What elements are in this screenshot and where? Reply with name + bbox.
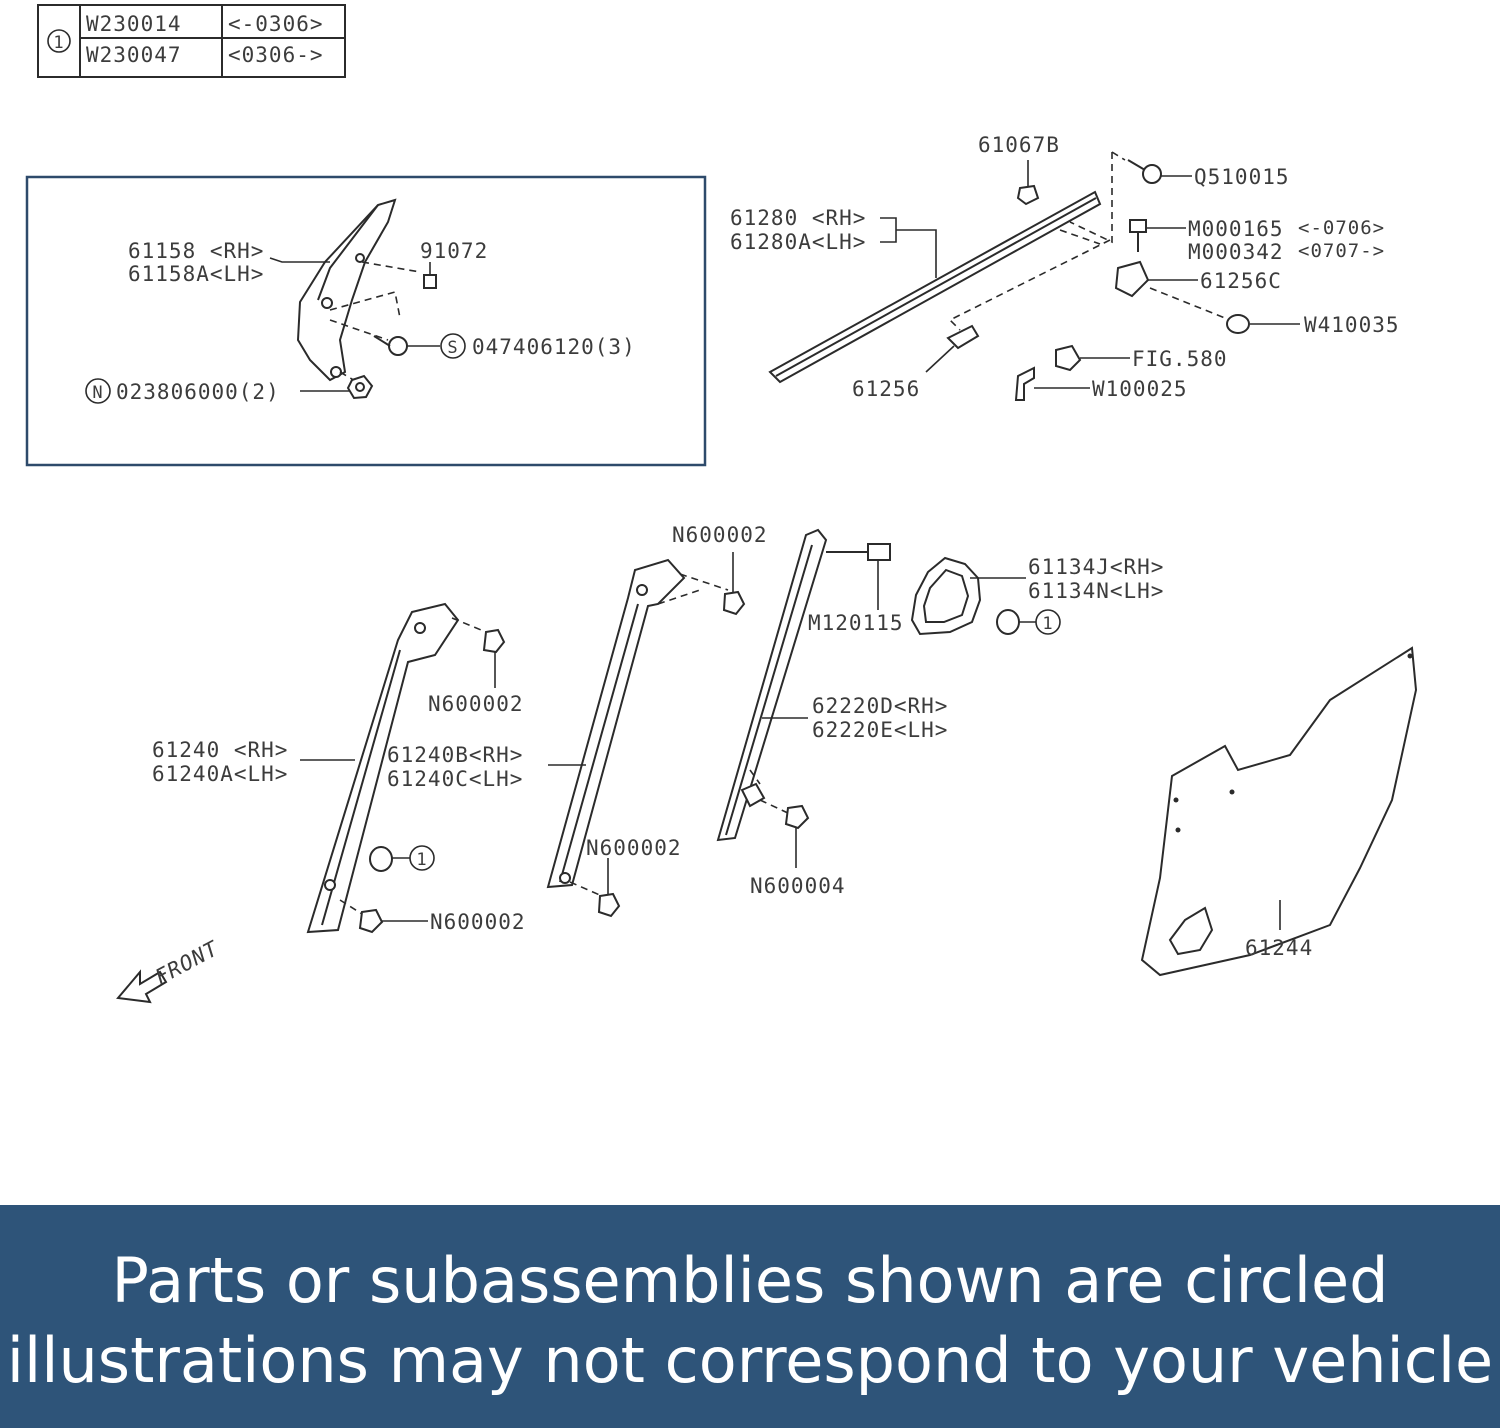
label-M120115: M120115 [808,611,904,635]
nut-icon [346,374,374,400]
channel-62220D [716,528,828,842]
nut-icon [784,804,810,830]
molding-assembly: 61067B Q510015 M000165 <-0706> M000342 <… [730,133,1400,401]
banner-line-2: illustrations may not correspond to your… [6,1324,1494,1397]
ref-circle-left: 1 [416,850,427,870]
label-N600002-mid: N600002 [586,836,682,860]
cover-61244: 61244 [1140,646,1418,977]
label-62220D: 62220D<RH> [812,694,948,718]
label-61240B: 61240B<RH> [387,743,523,767]
label-N600002-left: N600002 [428,692,524,716]
clip-61256 [946,324,980,350]
label-N600004: N600004 [750,874,846,898]
label-023806000: 023806000(2) [116,380,280,404]
parts-diagram: 1 W230014 <-0306> W230047 <0306-> [25,4,1418,1004]
table-part-2: W230047 [86,43,182,67]
label-M000165: M000165 [1188,217,1284,241]
inset-panel: 61158 <RH> 61158A<LH> 91072 S 047406120(… [25,175,707,467]
label-N600002-bottom: N600002 [430,910,526,934]
label-61244: 61244 [1245,936,1313,960]
label-N600002-top: N600002 [672,523,768,547]
screw-icon [373,335,408,356]
channel-assembly: N600002 N600002 61240 <RH> 61240A<LH> 1 … [152,523,1164,934]
table-range-2: <0306-> [228,43,324,67]
clip-91072 [423,274,437,289]
ref-circle-right: 1 [1042,614,1053,634]
label-M000165-range: <-0706> [1298,217,1385,239]
nut-icon [597,892,621,918]
label-61280A: 61280A<LH> [730,230,866,254]
bracket-61158 [296,198,397,382]
label-61240A: 61240A<LH> [152,762,288,786]
clip-61256C [1114,260,1150,298]
s-mark: S [447,338,458,358]
label-61134N: 61134N<LH> [1028,579,1164,603]
nut-icon [722,590,746,616]
label-W410035: W410035 [1304,313,1400,337]
table-ref-number: 1 [53,33,64,53]
bolt-icon [1129,219,1147,252]
label-61158A: 61158A<LH> [128,262,264,286]
fig580-part [1055,344,1082,372]
label-62220E: 62220E<LH> [812,718,948,742]
label-61134J: 61134J<RH> [1028,555,1164,579]
n-mark: N [92,383,103,403]
label-61067B: 61067B [978,133,1060,157]
nut-icon [358,908,384,934]
table-range-1: <-0306> [228,12,324,36]
clip-W100025 [1014,366,1035,401]
front-label: FRONT [151,936,223,989]
label-61240C: 61240C<LH> [387,767,523,791]
label-61158: 61158 <RH> [128,239,264,263]
washer-icon [1226,314,1250,334]
label-M000342-range: <0707-> [1298,240,1385,262]
channel-61240 [306,602,460,934]
label-047406120: 047406120(3) [472,335,636,359]
label-M000342: M000342 [1188,240,1284,264]
label-FIG580: FIG.580 [1132,347,1228,371]
reference-table: 1 W230014 <-0306> W230047 <0306-> [37,4,346,78]
disclaimer-banner: Parts or subassemblies shown are circled… [0,1205,1500,1428]
label-Q510015: Q510015 [1194,165,1290,189]
screw-q510015-icon [1127,159,1162,184]
nut-icon [482,628,506,654]
label-61280: 61280 <RH> [730,206,866,230]
label-61256: 61256 [852,377,920,401]
table-part-1: W230014 [86,12,182,36]
bolt-icon [826,543,891,561]
label-61256C: 61256C [1200,269,1282,293]
label-61240: 61240 <RH> [152,738,288,762]
banner-line-1: Parts or subassemblies shown are circled [111,1244,1389,1317]
label-91072: 91072 [420,239,488,263]
label-W100025: W100025 [1092,377,1188,401]
front-arrow-icon: FRONT [116,936,223,1004]
